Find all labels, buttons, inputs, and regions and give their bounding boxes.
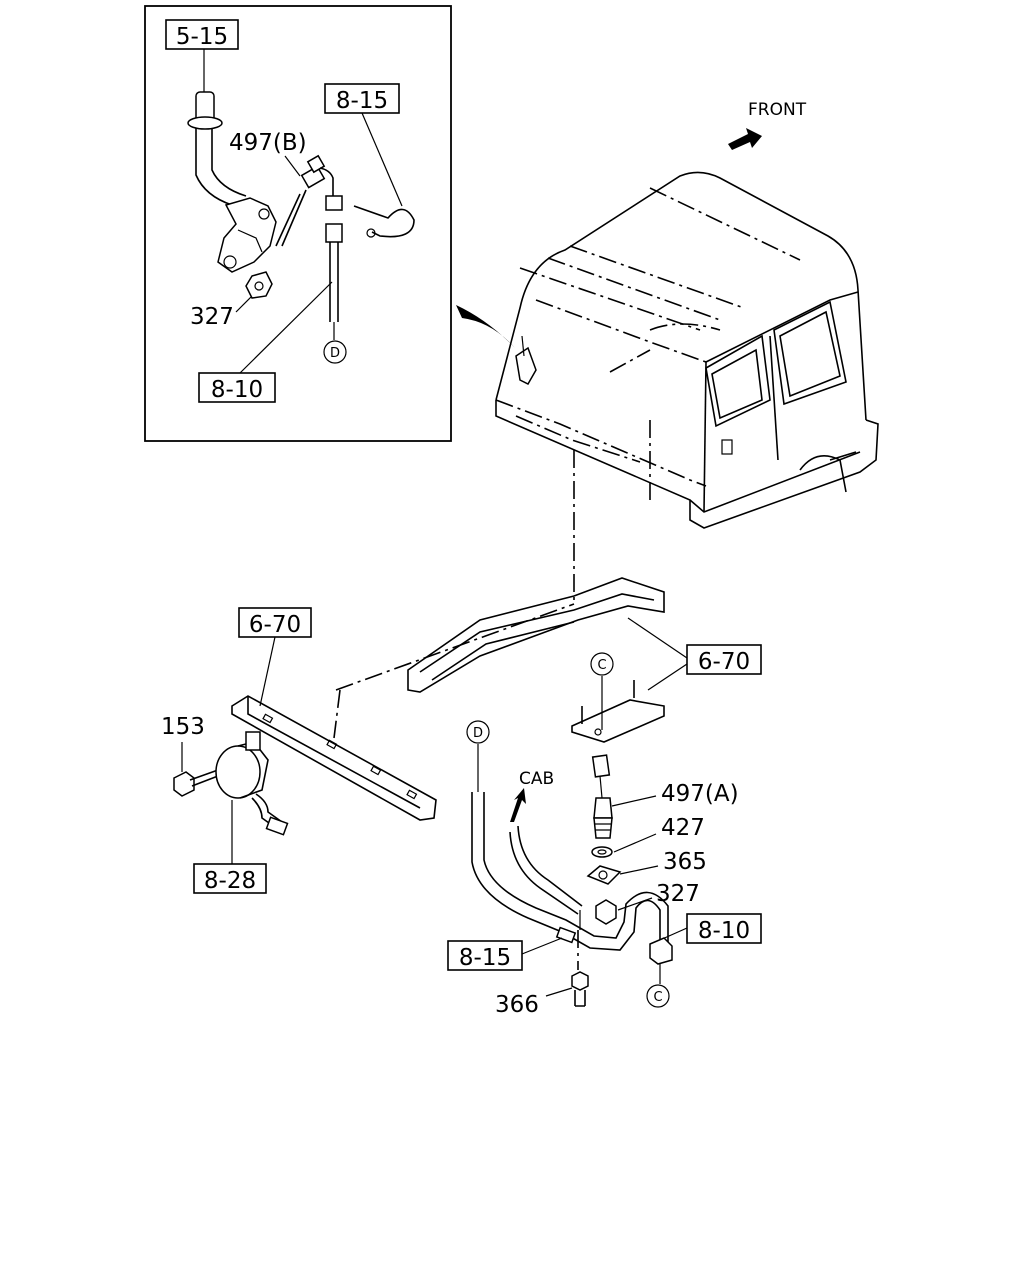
van-body	[495, 171, 879, 529]
part-label-153: 153	[161, 714, 205, 740]
ref-label-8-10-bottom: 8-10	[698, 918, 750, 944]
cab-arrow-icon	[510, 788, 526, 822]
harness-8-15	[471, 792, 669, 951]
mounting-bracket: C	[571, 652, 665, 743]
part-label-497b: 497(B)	[229, 130, 307, 156]
ref-label-6-70-right: 6-70	[698, 649, 750, 675]
circle-label-d-bottom: D	[473, 726, 483, 741]
part-label-327-bottom: 327	[656, 881, 700, 907]
bolt-366[interactable]	[571, 971, 589, 1007]
bolt-153[interactable]	[173, 769, 219, 797]
part-label-365: 365	[663, 849, 707, 875]
part-label-366: 366	[495, 992, 539, 1018]
part-label-327-top: 327	[190, 304, 234, 330]
ref-box-8-15-top[interactable]	[324, 83, 400, 114]
circle-marker-d-top	[323, 340, 347, 364]
frame-rail	[333, 577, 665, 739]
circle-label-c-bracket: C	[597, 658, 606, 673]
ref-box-8-10-top[interactable]	[198, 372, 276, 403]
ref-label-6-70-left: 6-70	[249, 612, 301, 638]
front-label: FRONT	[748, 100, 807, 120]
connector-lower	[325, 223, 343, 243]
circle-label-c-bottom: C	[653, 990, 662, 1005]
ref-box-8-28[interactable]	[193, 863, 267, 894]
connector-497b	[325, 195, 343, 211]
detail-pointer-arrow	[456, 305, 515, 348]
ref-label-8-28: 8-28	[204, 868, 256, 894]
ref-box-6-70-right[interactable]	[686, 644, 762, 675]
pedal-switch-assembly	[187, 91, 277, 273]
front-arrow-icon	[728, 128, 762, 150]
ref-box-5-15[interactable]	[165, 19, 239, 50]
nut-327-top[interactable]	[245, 271, 273, 299]
ref-box-8-15-bottom[interactable]	[447, 940, 523, 971]
cab-label: CAB	[519, 769, 554, 789]
switch-497b[interactable]	[275, 154, 334, 247]
front-indicator: FRONT	[728, 100, 807, 150]
ref-label-8-15-top: 8-15	[336, 88, 388, 114]
detail-inset: 5-15 497(B) 8-15 3	[144, 5, 452, 442]
part-label-427: 427	[661, 815, 705, 841]
part-label-497a: 497(A)	[661, 781, 739, 807]
sensor-8-28[interactable]	[215, 731, 289, 836]
ref-label-8-10-top: 8-10	[211, 377, 263, 403]
ref-box-8-10-bottom[interactable]	[686, 913, 762, 944]
circle-marker-c-bottom	[646, 984, 670, 1008]
connector-8-10[interactable]	[649, 937, 673, 965]
circle-marker-c-bracket	[590, 652, 614, 676]
circle-label-d-top: D	[330, 346, 340, 361]
switch-497a-assembly	[586, 754, 622, 925]
crossmember	[231, 695, 437, 821]
circle-marker-d-bottom	[466, 720, 490, 744]
ref-label-8-15-bottom: 8-15	[459, 945, 511, 971]
ref-label-5-15: 5-15	[176, 24, 228, 50]
